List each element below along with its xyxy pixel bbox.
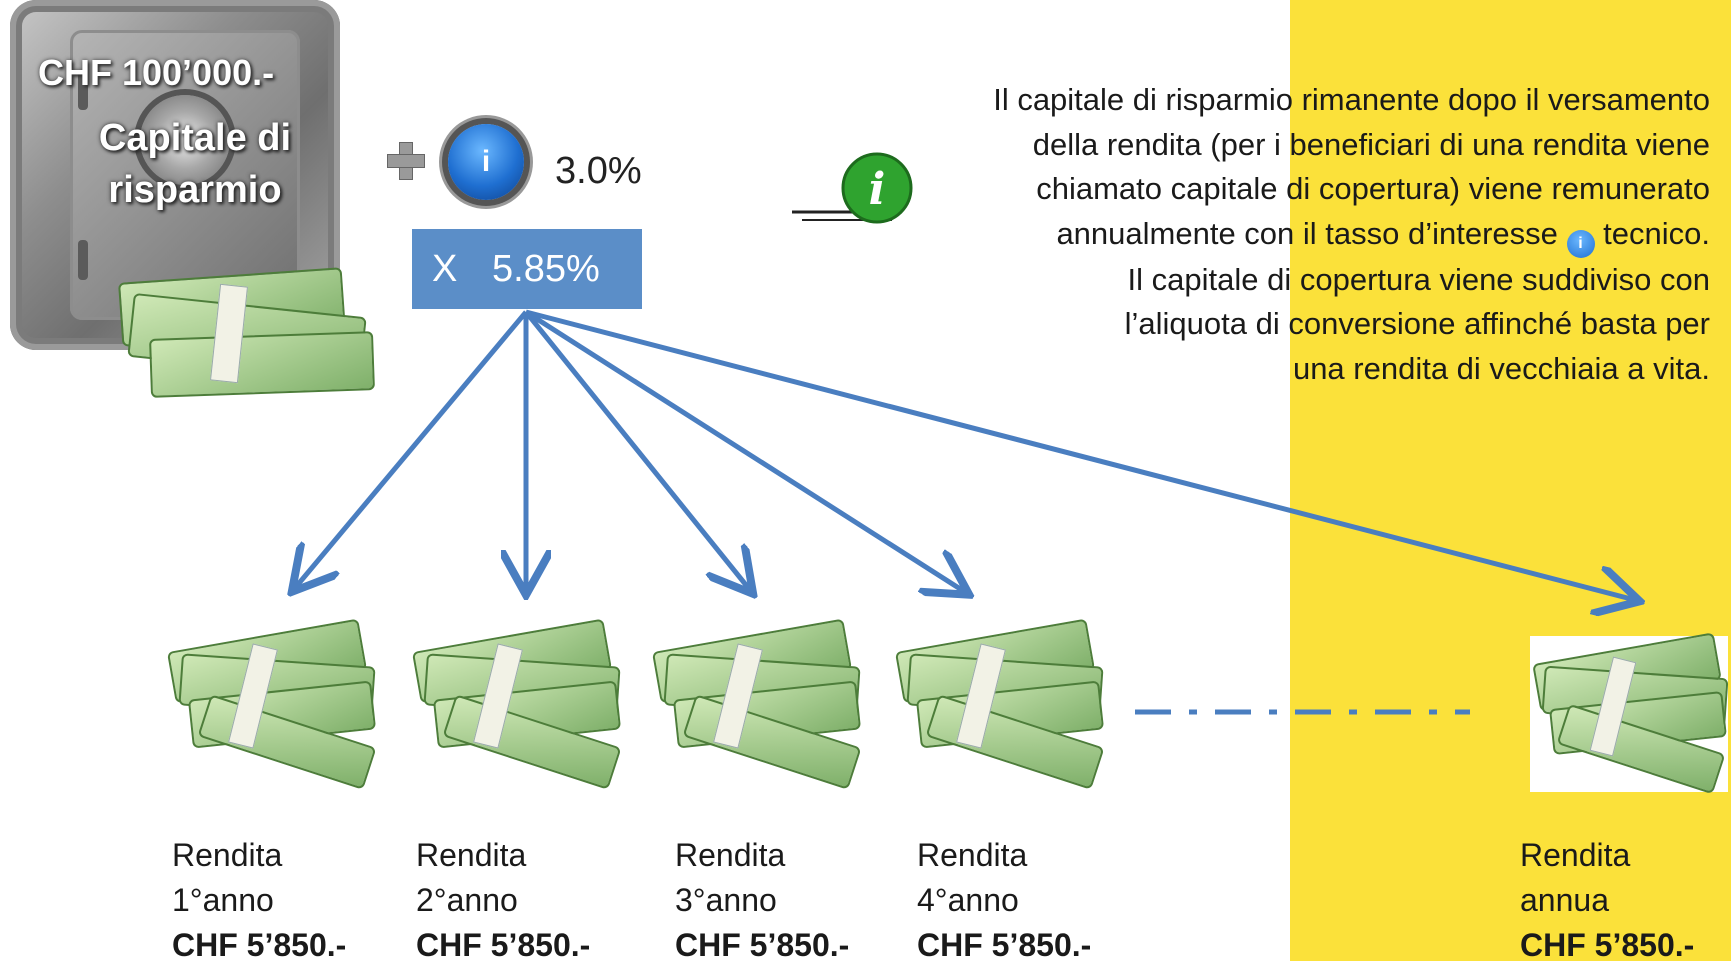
annuity-year: 3°anno: [675, 882, 777, 918]
annuity-label-year-1: Rendita 1°anno CHF 5’850.-: [172, 833, 346, 968]
annuity-amount: CHF 5’850.-: [416, 927, 591, 963]
annuity-label-year-3: Rendita 3°anno CHF 5’850.-: [675, 833, 849, 968]
explanation-line-part: annualmente con il tasso d’interesse: [1056, 215, 1558, 251]
annuity-amount: CHF 5’850.-: [172, 927, 347, 963]
plus-icon: [385, 140, 425, 180]
explanation-line: annualmente con il tasso d’interesse i t…: [860, 212, 1710, 258]
conversion-rate-box: X 5.85%: [412, 229, 642, 309]
annuity-label-year-4: Rendita 4°anno CHF 5’850.-: [917, 833, 1091, 968]
capital-label: Capitale di risparmio: [98, 117, 292, 211]
arrow-year-3: [524, 310, 750, 590]
annuity-title: Rendita: [917, 837, 1028, 873]
annuity-year: annua: [1520, 882, 1609, 918]
explanation-line: della rendita (per i beneficiari di una …: [1032, 126, 1710, 162]
annuity-title: Rendita: [675, 837, 786, 873]
info-icon: i: [448, 124, 524, 200]
explanation-line: una rendita di vecchiaia a vita.: [1292, 350, 1710, 386]
annuity-label-yearly: Rendita annua CHF 5’850.-: [1520, 833, 1694, 968]
explanation-line-part: tecnico.: [1603, 215, 1710, 251]
arrow-year-4: [524, 309, 965, 592]
explanation-line: Il capitale di risparmio rimanente dopo …: [993, 82, 1710, 117]
conversion-rate: 5.85%: [492, 248, 600, 290]
capital-amount: CHF 100’000.-: [38, 52, 275, 93]
annuity-year: 4°anno: [917, 882, 1019, 918]
explanation-line: Il capitale di copertura viene suddiviso…: [1127, 261, 1710, 297]
annuity-label-year-2: Rendita 2°anno CHF 5’850.-: [416, 833, 590, 968]
inline-info-icon: i: [1566, 229, 1595, 258]
annuity-year: 2°anno: [416, 882, 518, 918]
explanation-text: Il capitale di risparmio rimanente dopo …: [860, 78, 1710, 391]
safe-hinge: [78, 70, 88, 110]
explanation-line: chiamato capitale di copertura) viene re…: [1036, 171, 1710, 206]
arrow-year-1: [295, 310, 528, 588]
arrow-yearly: [525, 309, 1635, 600]
annuity-title: Rendita: [172, 837, 283, 873]
safe-dial-icon: [140, 95, 230, 185]
highlight-band: [1290, 0, 1731, 961]
annuity-amount: CHF 5’850.-: [917, 927, 1092, 963]
safe-hinge: [78, 240, 88, 280]
annuity-year: 1°anno: [172, 882, 274, 918]
annuity-amount: CHF 5’850.-: [1520, 927, 1695, 963]
savings-safe-illustration: CHF 100’000.- Capitale di risparmio: [10, 0, 375, 400]
explanation-line: l’aliquota di conversione affinché basta…: [1124, 306, 1710, 341]
svg-text:i: i: [869, 164, 886, 215]
annuity-title: Rendita: [416, 837, 527, 873]
info-note-icon: i: [792, 152, 913, 224]
multiply-operator: X: [432, 248, 458, 290]
annuity-title: Rendita: [1520, 837, 1631, 873]
interest-rate: 3.0%: [555, 150, 642, 192]
annuity-amount: CHF 5’850.-: [675, 927, 850, 963]
